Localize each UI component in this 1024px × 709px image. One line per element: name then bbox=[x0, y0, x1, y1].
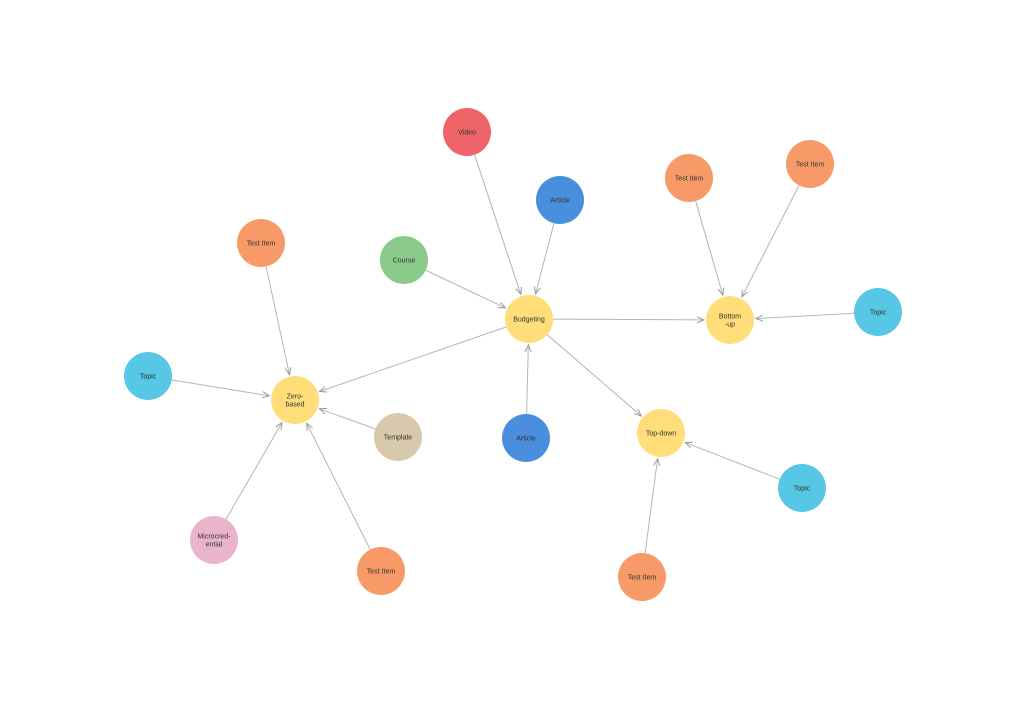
node-circle-microcredential[interactable] bbox=[190, 516, 238, 564]
node-circle-test-item-zb-top[interactable] bbox=[237, 219, 285, 267]
node-label-line: based bbox=[285, 402, 304, 409]
node-label-article-top: Article bbox=[550, 198, 570, 205]
node-label-line: -up bbox=[725, 322, 735, 329]
node-circle-zero-based[interactable] bbox=[271, 376, 319, 424]
node-label-microcredential: Microcred-ential bbox=[197, 534, 231, 549]
node-label-top-down: Top-down bbox=[646, 431, 676, 438]
node-label-article-bottom: Article bbox=[516, 436, 536, 443]
node-label-video: Video bbox=[458, 130, 476, 137]
node-test-item-zb-bottom[interactable]: Test Item bbox=[357, 547, 405, 595]
node-label-line: Zero- bbox=[287, 394, 304, 401]
node-label-line: Template bbox=[384, 435, 413, 442]
node-circle-topic-zb[interactable] bbox=[124, 352, 172, 400]
edge-topic-bu-to-bottom-up bbox=[756, 312, 855, 318]
edge-article-top-to-budgeting bbox=[536, 223, 555, 294]
edge-layer bbox=[171, 154, 855, 554]
edge-topic-zb-to-zero-based bbox=[171, 379, 270, 396]
node-label-line: ential bbox=[206, 542, 223, 549]
node-article-bottom[interactable]: Article bbox=[502, 414, 550, 462]
edge-budgeting-to-bottom-up bbox=[552, 319, 704, 320]
node-label-line: Topic bbox=[794, 486, 811, 493]
node-circle-template[interactable] bbox=[374, 413, 422, 461]
node-label-test-item-bu-left: Test Item bbox=[675, 176, 704, 183]
node-topic-zb[interactable]: Topic bbox=[124, 352, 172, 400]
node-label-line: Top-down bbox=[646, 431, 676, 438]
node-circle-test-item-bu-right[interactable] bbox=[786, 140, 834, 188]
node-label-line: Test Item bbox=[247, 241, 276, 248]
node-test-item-bu-left[interactable]: Test Item bbox=[665, 154, 713, 202]
node-label-course: Course bbox=[393, 258, 416, 265]
edge-test-item-zb-bottom-to-zero-based bbox=[307, 423, 371, 550]
edge-budgeting-to-top-down bbox=[546, 334, 641, 416]
node-label-line: Article bbox=[550, 198, 570, 205]
node-label-test-item-td: Test Item bbox=[628, 575, 657, 582]
node-bottom-up[interactable]: Bottom-up bbox=[706, 296, 754, 344]
node-topic-td[interactable]: Topic bbox=[778, 464, 826, 512]
node-label-template: Template bbox=[384, 435, 413, 442]
node-label-line: Course bbox=[393, 258, 416, 265]
node-label-topic-bu: Topic bbox=[870, 310, 887, 317]
node-circle-article-top[interactable] bbox=[536, 176, 584, 224]
node-label-bottom-up: Bottom-up bbox=[719, 314, 741, 329]
node-circle-topic-td[interactable] bbox=[778, 464, 826, 512]
edge-template-to-zero-based bbox=[319, 409, 376, 430]
edge-microcredential-to-zero-based bbox=[225, 423, 282, 520]
node-circle-article-bottom[interactable] bbox=[502, 414, 550, 462]
edge-course-to-budgeting bbox=[425, 269, 506, 308]
node-top-down[interactable]: Top-down bbox=[637, 409, 685, 457]
node-microcredential[interactable]: Microcred-ential bbox=[190, 516, 238, 564]
node-label-line: Test Item bbox=[628, 575, 657, 582]
edge-topic-td-to-top-down bbox=[685, 442, 780, 480]
node-label-zero-based: Zero-based bbox=[285, 394, 304, 409]
node-circle-test-item-td[interactable] bbox=[618, 553, 666, 601]
node-budgeting[interactable]: Budgeting bbox=[505, 295, 553, 343]
node-label-test-item-zb-top: Test Item bbox=[247, 241, 276, 248]
node-circle-budgeting[interactable] bbox=[505, 295, 553, 343]
node-circle-video[interactable] bbox=[443, 108, 491, 156]
node-label-line: Topic bbox=[140, 374, 157, 381]
node-label-line: Article bbox=[516, 436, 536, 443]
node-label-line: Test Item bbox=[796, 162, 825, 169]
node-label-line: Microcred- bbox=[197, 534, 231, 541]
edge-video-to-budgeting bbox=[474, 154, 521, 295]
node-label-line: Bottom bbox=[719, 314, 741, 321]
edge-test-item-bu-left-to-bottom-up bbox=[695, 200, 723, 295]
node-test-item-zb-top[interactable]: Test Item bbox=[237, 219, 285, 267]
node-label-budgeting: Budgeting bbox=[513, 317, 545, 324]
node-label-topic-zb: Topic bbox=[140, 374, 157, 381]
node-circle-test-item-zb-bottom[interactable] bbox=[357, 547, 405, 595]
edge-test-item-zb-top-to-zero-based bbox=[265, 266, 289, 374]
edge-article-bottom-to-budgeting bbox=[527, 345, 529, 415]
edge-test-item-td-to-top-down bbox=[644, 459, 657, 554]
node-template[interactable]: Template bbox=[374, 413, 422, 461]
edge-budgeting-to-zero-based bbox=[320, 326, 507, 392]
node-test-item-td[interactable]: Test Item bbox=[618, 553, 666, 601]
node-label-line: Topic bbox=[870, 310, 887, 317]
node-article-top[interactable]: Article bbox=[536, 176, 584, 224]
node-label-line: Test Item bbox=[675, 176, 704, 183]
node-circle-test-item-bu-left[interactable] bbox=[665, 154, 713, 202]
node-label-test-item-zb-bottom: Test Item bbox=[367, 569, 396, 576]
node-label-topic-td: Topic bbox=[794, 486, 811, 493]
node-test-item-bu-right[interactable]: Test Item bbox=[786, 140, 834, 188]
node-label-line: Test Item bbox=[367, 569, 396, 576]
node-course[interactable]: Course bbox=[380, 236, 428, 284]
node-label-line: Video bbox=[458, 130, 476, 137]
node-circle-topic-bu[interactable] bbox=[854, 288, 902, 336]
node-label-test-item-bu-right: Test Item bbox=[796, 162, 825, 169]
node-circle-course[interactable] bbox=[380, 236, 428, 284]
node-zero-based[interactable]: Zero-based bbox=[271, 376, 319, 424]
node-topic-bu[interactable]: Topic bbox=[854, 288, 902, 336]
node-label-line: Budgeting bbox=[513, 317, 545, 324]
edge-test-item-bu-right-to-bottom-up bbox=[742, 185, 800, 297]
node-circle-top-down[interactable] bbox=[637, 409, 685, 457]
node-video[interactable]: Video bbox=[443, 108, 491, 156]
node-circle-bottom-up[interactable] bbox=[706, 296, 754, 344]
